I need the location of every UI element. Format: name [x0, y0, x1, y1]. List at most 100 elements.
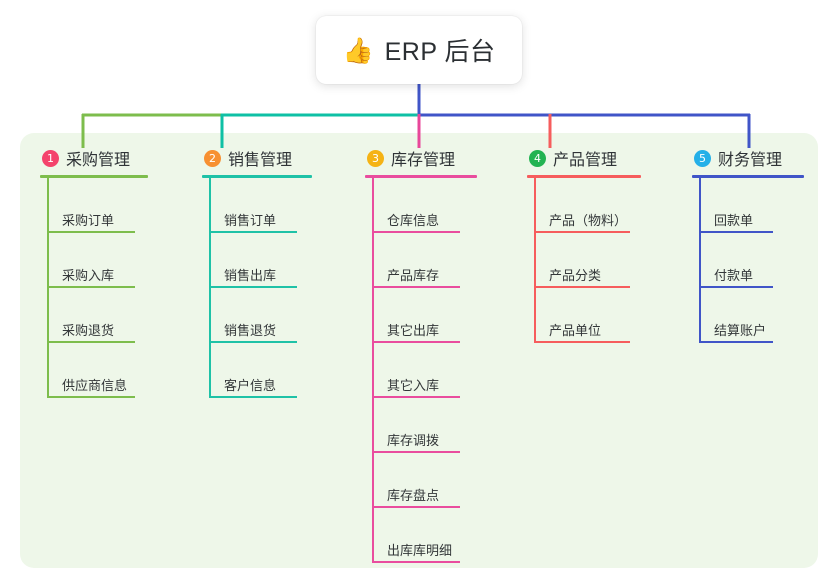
branch-item-label: 供应商信息: [62, 378, 128, 393]
branch-item-label: 库存调拨: [387, 433, 440, 448]
branch-underline: [527, 175, 641, 178]
branch-item-underline: [47, 231, 135, 233]
branch-item[interactable]: 其它入库: [365, 343, 477, 398]
branch-item-underline: [534, 231, 630, 233]
branch-column-财务管理: 5 财务管理回款单付款单结算账户: [692, 146, 804, 343]
branch-item[interactable]: 供应商信息: [40, 343, 148, 398]
branch-item[interactable]: 库存盘点: [365, 453, 477, 508]
root-title: ERP 后台: [384, 38, 496, 66]
branch-column-库存管理: 3 库存管理仓库信息产品库存其它出库其它入库库存调拨库存盘点出库库明细: [365, 146, 477, 563]
branch-item-underline: [699, 231, 773, 233]
branch-item-label: 其它出库: [387, 323, 440, 338]
branch-item-label: 其它入库: [387, 378, 440, 393]
branch-item-label: 回款单: [714, 213, 754, 228]
branch-item[interactable]: 采购入库: [40, 233, 148, 288]
branch-spine: [47, 178, 49, 398]
branch-item-underline: [372, 561, 460, 563]
branch-item[interactable]: 仓库信息: [365, 178, 477, 233]
branch-item-label: 产品分类: [549, 268, 602, 283]
branch-item-underline: [372, 286, 460, 288]
branch-header-库存管理[interactable]: 3 库存管理: [365, 146, 477, 170]
branch-item[interactable]: 库存调拨: [365, 398, 477, 453]
branch-item[interactable]: 销售退货: [202, 288, 312, 343]
branch-number-badge: 2: [204, 149, 221, 167]
branch-item-label: 结算账户: [714, 323, 767, 338]
branch-item-underline: [372, 451, 460, 453]
branch-item-label: 采购订单: [62, 213, 115, 228]
branch-item[interactable]: 结算账户: [692, 288, 804, 343]
branch-title: 库存管理: [391, 152, 456, 169]
branch-item[interactable]: 产品库存: [365, 233, 477, 288]
branch-underline: [40, 175, 148, 178]
branch-header-财务管理[interactable]: 5 财务管理: [692, 146, 804, 170]
branch-item[interactable]: 客户信息: [202, 343, 312, 398]
branch-item-underline: [372, 231, 460, 233]
branch-item-label: 客户信息: [224, 378, 277, 393]
branch-item-label: 产品单位: [549, 323, 602, 338]
branch-item-underline: [209, 286, 297, 288]
thumbs-up-icon: 👍: [342, 35, 374, 65]
branches-background-panel: [20, 133, 818, 568]
branch-spine: [699, 178, 701, 343]
branch-item-underline: [372, 396, 460, 398]
branch-item[interactable]: 销售订单: [202, 178, 312, 233]
branch-header-采购管理[interactable]: 1 采购管理: [40, 146, 148, 170]
branch-item-label: 销售订单: [224, 213, 277, 228]
branch-item-label: 付款单: [714, 268, 754, 283]
branch-item-underline: [699, 286, 773, 288]
branch-item[interactable]: 回款单: [692, 178, 804, 233]
branch-item-underline: [209, 396, 297, 398]
branch-item[interactable]: 产品单位: [527, 288, 641, 343]
branch-item-underline: [209, 231, 297, 233]
branch-items: 销售订单销售出库销售退货客户信息: [202, 178, 312, 398]
branch-column-销售管理: 2 销售管理销售订单销售出库销售退货客户信息: [202, 146, 312, 398]
branch-item-label: 库存盘点: [387, 488, 440, 503]
root-node-card[interactable]: 👍 ERP 后台: [316, 16, 522, 84]
branch-item-label: 采购退货: [62, 323, 115, 338]
branch-title: 财务管理: [718, 152, 783, 169]
branch-number-badge: 5: [694, 149, 711, 167]
branch-column-产品管理: 4 产品管理产品（物料） 产品分类产品单位: [527, 146, 641, 343]
branch-number-badge: 4: [529, 149, 546, 167]
branch-column-采购管理: 1 采购管理采购订单采购入库采购退货供应商信息: [40, 146, 148, 398]
branch-item-label: 出库库明细: [387, 543, 453, 558]
branch-item-underline: [534, 286, 630, 288]
branch-item-underline: [47, 286, 135, 288]
branch-item-underline: [372, 341, 460, 343]
branch-item[interactable]: 采购订单: [40, 178, 148, 233]
branch-spine: [372, 178, 374, 563]
branch-items: 回款单付款单结算账户: [692, 178, 804, 343]
branch-item[interactable]: 产品（物料）: [527, 178, 641, 233]
branch-item-underline: [47, 396, 135, 398]
branch-item[interactable]: 产品分类: [527, 233, 641, 288]
branch-item-label: 仓库信息: [387, 213, 440, 228]
branch-items: 仓库信息产品库存其它出库其它入库库存调拨库存盘点出库库明细: [365, 178, 477, 563]
branch-title: 销售管理: [228, 152, 293, 169]
branch-title: 产品管理: [553, 152, 618, 169]
branch-item-underline: [534, 341, 630, 343]
branch-spine: [209, 178, 211, 398]
branch-item-underline: [47, 341, 135, 343]
branch-item-label: 采购入库: [62, 268, 115, 283]
branch-title: 采购管理: [66, 152, 131, 169]
branch-spine: [534, 178, 536, 343]
branch-underline: [692, 175, 804, 178]
branch-item[interactable]: 销售出库: [202, 233, 312, 288]
branch-item[interactable]: 付款单: [692, 233, 804, 288]
branch-header-销售管理[interactable]: 2 销售管理: [202, 146, 312, 170]
branch-item-label: 销售退货: [224, 323, 277, 338]
branch-item-label: 产品（物料）: [549, 213, 628, 228]
branch-header-产品管理[interactable]: 4 产品管理: [527, 146, 641, 170]
branch-underline: [365, 175, 477, 178]
branch-number-badge: 1: [42, 149, 59, 167]
branch-item-underline: [699, 341, 773, 343]
branch-item[interactable]: 采购退货: [40, 288, 148, 343]
branch-item-underline: [209, 341, 297, 343]
branch-item-underline: [372, 506, 460, 508]
branch-item[interactable]: 其它出库: [365, 288, 477, 343]
branch-items: 采购订单采购入库采购退货供应商信息: [40, 178, 148, 398]
branch-number-badge: 3: [367, 149, 384, 167]
branch-item-label: 产品库存: [387, 268, 440, 283]
branch-item[interactable]: 出库库明细: [365, 508, 477, 563]
